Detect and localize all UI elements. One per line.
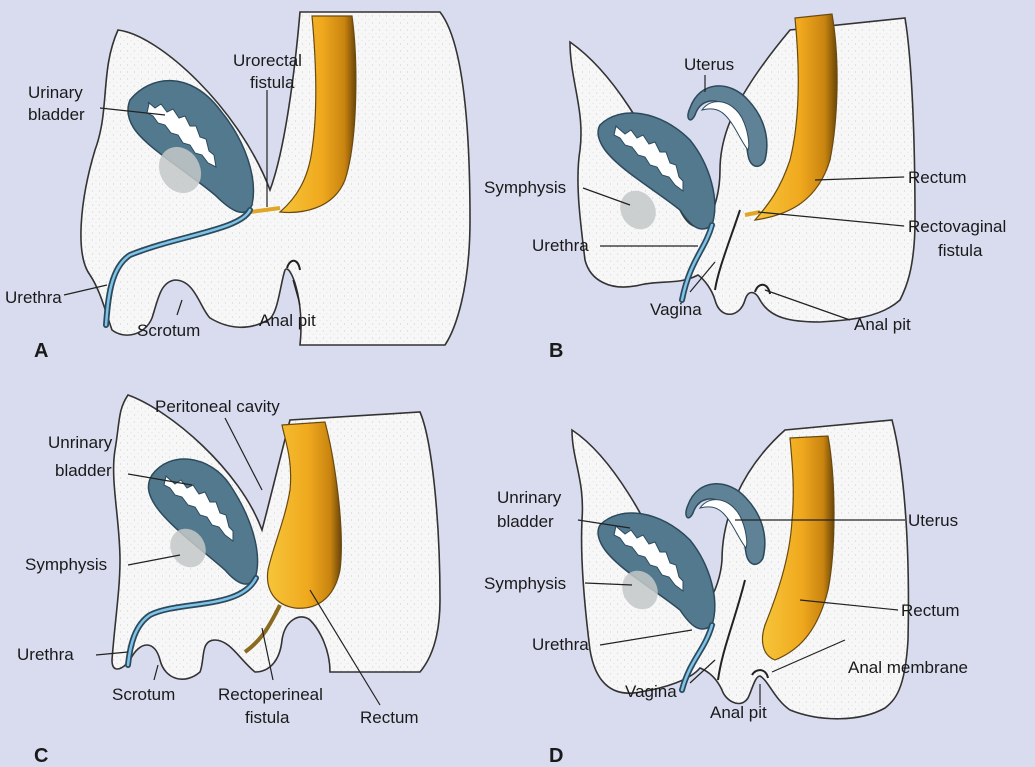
label-b-uterus: Uterus	[684, 55, 734, 74]
panel-b: Uterus Symphysis Rectum Rectovaginal fis…	[484, 14, 1006, 362]
label-b-analpit: Anal pit	[854, 315, 911, 334]
label-c-rectum: Rectum	[360, 708, 419, 727]
label-d-urethra: Urethra	[532, 635, 589, 654]
label-b-rectovaginal: Rectovaginal	[908, 217, 1006, 236]
label-a-analpit: Anal pit	[259, 311, 316, 330]
label-c-peritoneal: Peritoneal cavity	[155, 397, 280, 416]
label-c-scrotum: Scrotum	[112, 685, 175, 704]
label-c-unrinary: Unrinary	[48, 433, 113, 452]
panel-b-letter: B	[549, 340, 563, 362]
label-b-vagina: Vagina	[650, 300, 702, 319]
label-d-analmembrane: Anal membrane	[848, 658, 968, 677]
label-d-uterus: Uterus	[908, 511, 958, 530]
label-c-symphysis: Symphysis	[25, 555, 107, 574]
panel-c: Peritoneal cavity Unrinary bladder Symph…	[17, 395, 440, 767]
label-c-bladder: bladder	[55, 461, 112, 480]
label-b-rectum: Rectum	[908, 168, 967, 187]
panel-d-letter: D	[549, 745, 563, 767]
panel-d: Unrinary bladder Uterus Symphysis Rectum…	[484, 420, 968, 767]
label-c-rectoperineal: Rectoperineal	[218, 685, 323, 704]
label-d-unrinary: Unrinary	[497, 488, 562, 507]
label-a-bladder: bladder	[28, 105, 85, 124]
panel-c-body	[112, 395, 440, 679]
label-b-urethra: Urethra	[532, 236, 589, 255]
label-d-vagina: Vagina	[625, 682, 677, 701]
label-c-fistula: fistula	[245, 708, 290, 727]
panel-b-body	[570, 18, 915, 322]
label-a-scrotum: Scrotum	[137, 321, 200, 340]
label-b-fistula: fistula	[938, 241, 983, 260]
label-a-urethra: Urethra	[5, 288, 62, 307]
label-d-analpit: Anal pit	[710, 703, 767, 722]
label-a-urorectal: Urorectal	[233, 51, 302, 70]
label-c-urethra: Urethra	[17, 645, 74, 664]
label-d-bladder: bladder	[497, 512, 554, 531]
panel-a-letter: A	[34, 340, 48, 362]
label-a-urinary: Urinary	[28, 83, 83, 102]
label-d-symphysis: Symphysis	[484, 574, 566, 593]
label-a-fistula: fistula	[250, 73, 295, 92]
panel-c-leader-scrotum	[154, 665, 158, 680]
label-d-rectum: Rectum	[901, 601, 960, 620]
panel-a-leader-scrotum	[177, 300, 182, 315]
label-b-symphysis: Symphysis	[484, 178, 566, 197]
panel-c-letter: C	[34, 745, 48, 767]
panel-a: Urinary bladder Urorectal fistula Urethr…	[5, 12, 470, 362]
